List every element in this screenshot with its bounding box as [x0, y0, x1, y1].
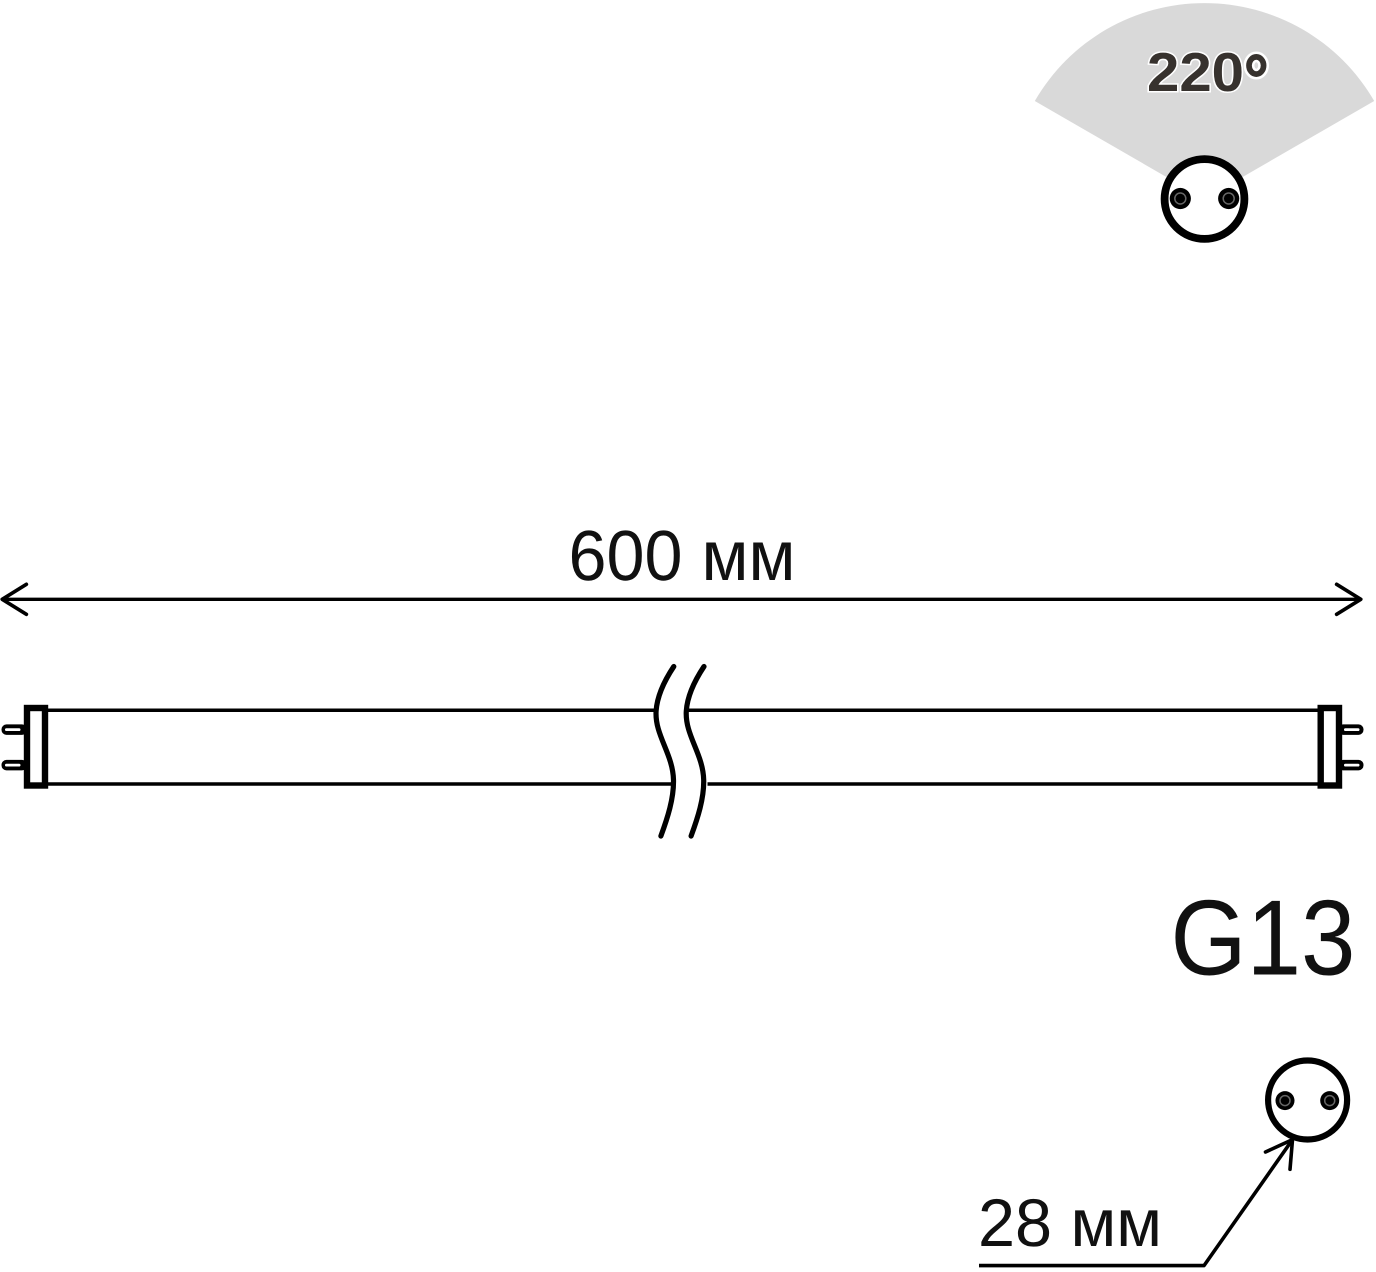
- svg-text:G13: G13: [1171, 878, 1356, 998]
- svg-text:600 мм: 600 мм: [569, 517, 796, 596]
- svg-text:28 мм: 28 мм: [978, 1186, 1162, 1261]
- svg-text:220: 220: [1147, 41, 1244, 103]
